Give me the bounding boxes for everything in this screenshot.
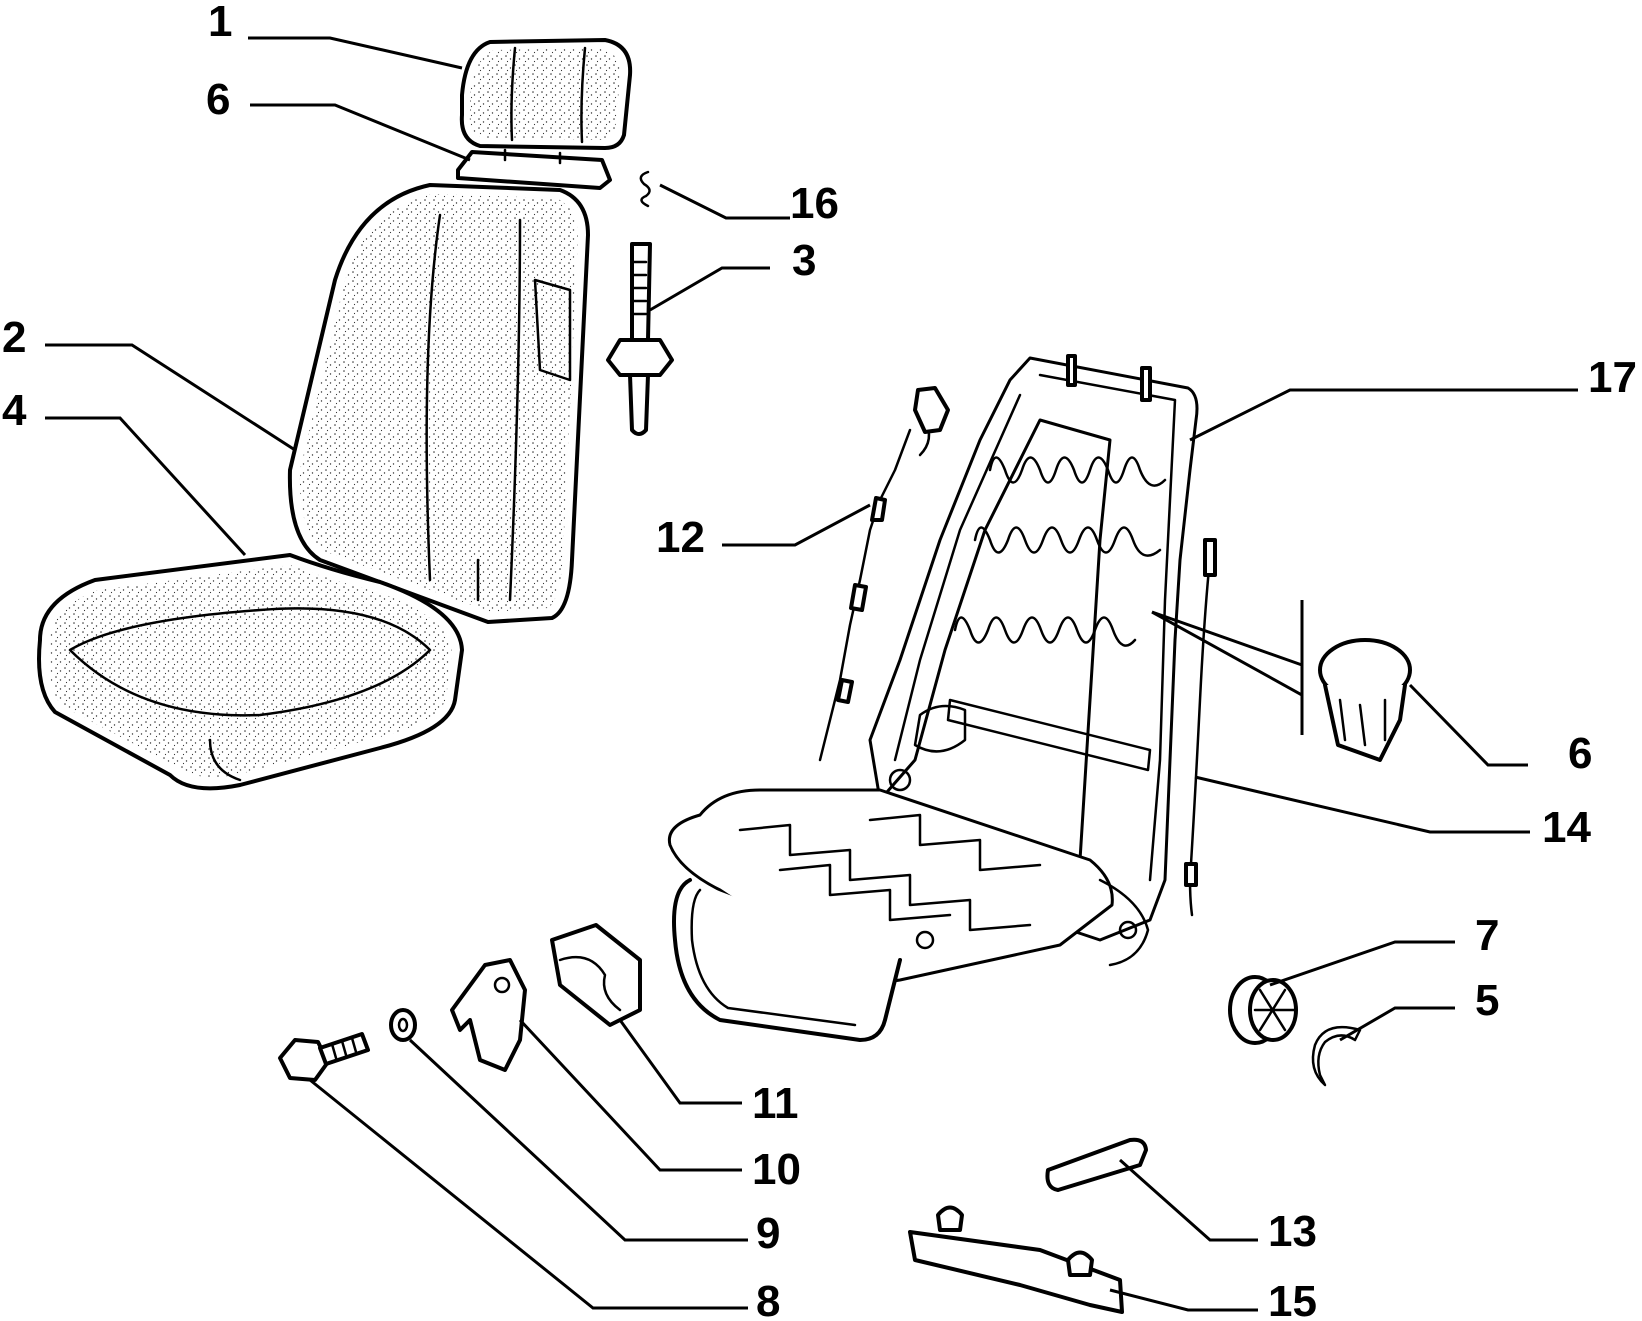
- leader-line-6-top: [250, 103, 471, 162]
- leader-line-2: [45, 343, 296, 452]
- rubber-block-part: [550, 923, 642, 1027]
- seat-frame-part: [667, 354, 1199, 1042]
- headrest-guide-plate: [456, 148, 612, 190]
- callout-11: 11: [752, 1079, 799, 1128]
- side-cable-part: [1184, 538, 1217, 917]
- callout-2: 2: [2, 313, 26, 362]
- leader-line-7: [1269, 940, 1455, 987]
- callout-1: 1: [208, 0, 232, 46]
- backrest-foam-part: [287, 183, 590, 624]
- callout-9: 9: [756, 1209, 780, 1258]
- leader-line-13: [1119, 1158, 1258, 1242]
- callout-5: 5: [1475, 976, 1499, 1025]
- leader-line-4: [45, 416, 247, 557]
- leader-line-1: [248, 36, 463, 70]
- callout-10: 10: [752, 1145, 801, 1194]
- callout-16: 16: [790, 179, 839, 228]
- bolt-part: [278, 1032, 370, 1082]
- washer-part: [389, 1008, 417, 1042]
- leader-line-17: [1189, 388, 1578, 442]
- leader-line-14: [1194, 775, 1530, 834]
- leader-line-9: [408, 1038, 748, 1242]
- leader-line-12: [722, 503, 871, 547]
- callout-7: 7: [1475, 911, 1499, 960]
- cap-pointer-line-2: [1151, 610, 1303, 697]
- leader-line-8: [309, 1078, 748, 1310]
- callout-3: 3: [792, 236, 816, 285]
- adjustment-knob-part: [1228, 975, 1298, 1045]
- leader-line-3: [649, 266, 770, 312]
- plastic-cap-part: [1318, 638, 1412, 762]
- trim-strip-part: [1045, 1137, 1148, 1192]
- leader-line-5: [1339, 1006, 1455, 1042]
- callout-12: 12: [656, 513, 705, 562]
- cover-rail-part: [908, 1205, 1124, 1314]
- spring-clip-part: [639, 170, 651, 208]
- callout-4: 4: [2, 386, 27, 435]
- leader-line-16: [659, 183, 790, 220]
- headrest-part: [459, 38, 633, 150]
- cap-pointer-line-1: [1151, 610, 1303, 667]
- leader-line-15: [1109, 1288, 1258, 1312]
- callout-15: 15: [1268, 1277, 1317, 1321]
- callout-13: 13: [1268, 1207, 1317, 1256]
- mounting-bracket-part: [450, 958, 527, 1072]
- callout-17: 17: [1588, 353, 1637, 402]
- callout-8: 8: [756, 1277, 780, 1321]
- callout-6-right: 6: [1568, 729, 1592, 778]
- callout-14: 14: [1542, 803, 1591, 852]
- callout-6-top: 6: [206, 75, 230, 124]
- retaining-ring-part: [1311, 1025, 1362, 1087]
- seat-cushion-part: [37, 553, 464, 791]
- leader-line-10: [518, 1018, 742, 1172]
- leader-line-11: [618, 1019, 742, 1105]
- leader-line-6-right: [1408, 683, 1528, 767]
- headrest-guide-pin: [606, 242, 674, 436]
- release-cable-part: [818, 386, 950, 762]
